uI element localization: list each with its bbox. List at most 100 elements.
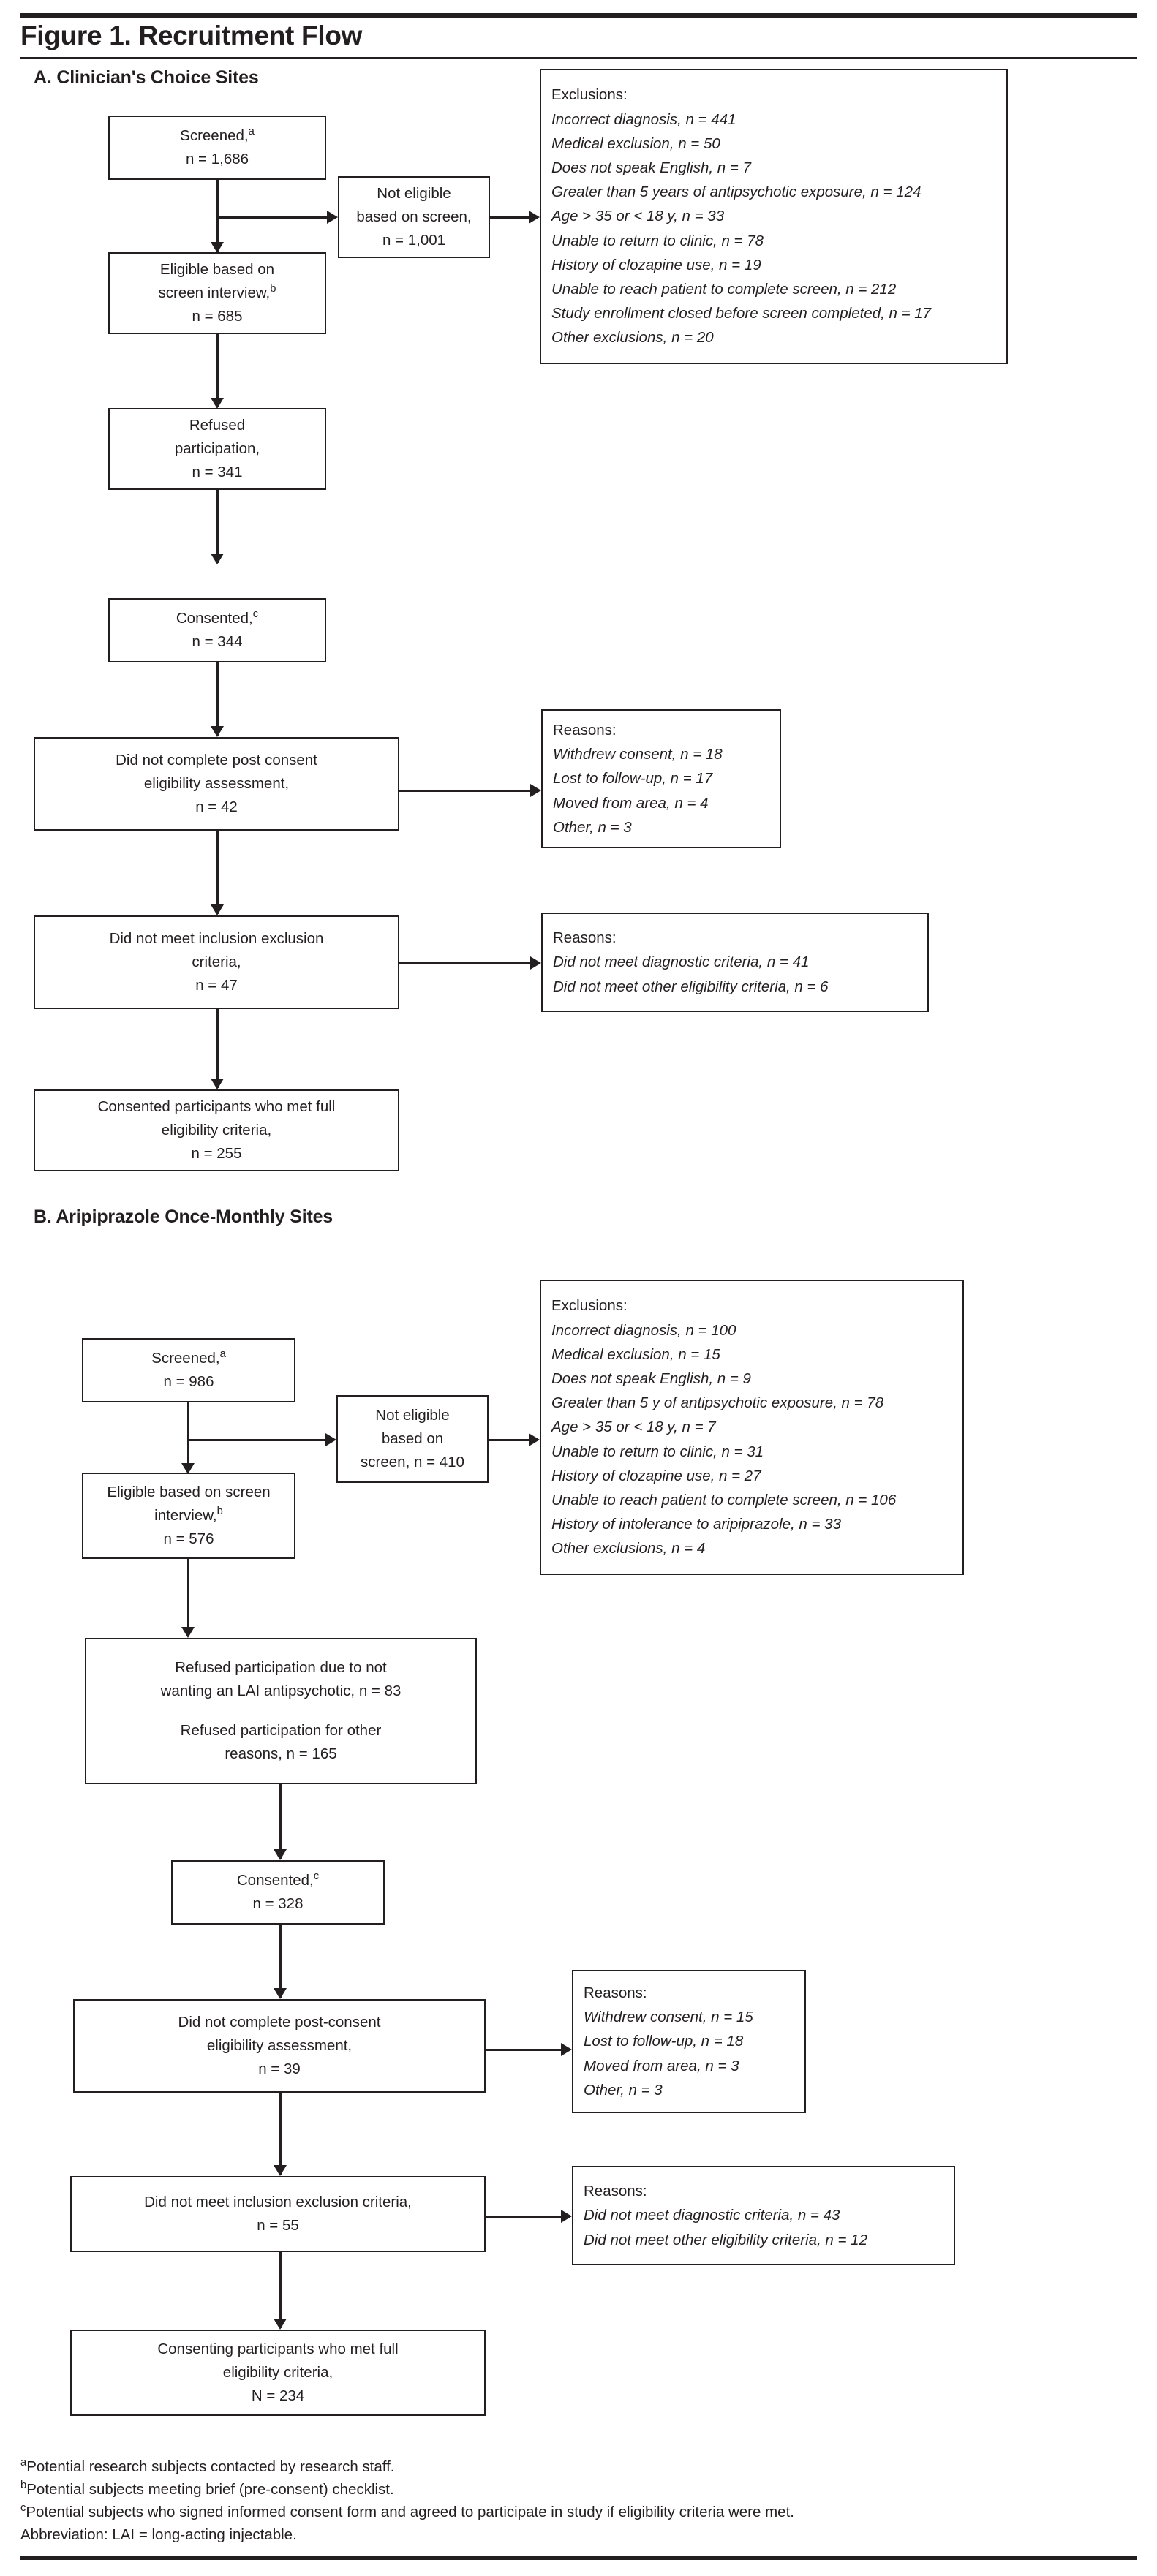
connector-b-screened-to-not-eligible [187,1439,332,1441]
footnote-a: aPotential research subjects contacted b… [20,2455,1132,2478]
exclusion-item: Other exclusions, n = 20 [551,329,714,347]
footnote-marker-c: c [20,2502,26,2515]
panel-b-reasons-post-consent-box: Reasons: Withdrew consent, n = 15 Lost t… [572,1970,806,2113]
box-line-2: screen interview,b [158,283,276,302]
exclusion-item: Medical exclusion, n = 50 [551,135,720,152]
footnote-marker-a: a [248,126,255,138]
arrowhead-down [211,398,224,409]
box-line-2: interview,b [154,1506,223,1525]
box-line-3: n = 576 [163,1530,214,1547]
exclusion-item: Does not speak English, n = 7 [551,159,751,176]
arrowhead-down [274,2165,287,2176]
box-line-3: n = 255 [191,1144,242,1162]
connector-b-post-consent-to-reasons [486,2049,568,2051]
footnote-c: cPotential subjects who signed informed … [20,2501,1132,2523]
box-line-2: n = 328 [252,1895,304,1912]
exclusion-item: Unable to reach patient to complete scre… [551,281,897,298]
bottom-rule [20,2556,1137,2560]
arrowhead-right [530,784,541,797]
footnote-b: bPotential subjects meeting brief (pre-c… [20,2478,1132,2501]
box-line-1: Consented,c [236,1870,320,1889]
exclusions-heading: Exclusions: [551,1297,628,1315]
footnote-marker-b: b [216,1506,223,1518]
box-line-3: n = 341 [192,463,243,480]
box-line-1: Eligible based on [159,261,275,279]
connector-a-post-consent-to-reasons [399,790,537,792]
box-line-1: Not eligible [377,185,451,203]
reasons-heading: Reasons: [584,1984,647,2001]
connector-a-not-eligible-to-exclusions [490,216,535,219]
panel-a-label: A. Clinician's Choice Sites [34,67,259,88]
exclusion-item: Medical exclusion, n = 15 [551,1345,720,1363]
connector-a-screened-to-eligible [216,180,219,252]
reasons-heading: Reasons: [584,2183,647,2200]
footnote-c-text: Potential subjects who signed informed c… [26,2504,794,2521]
footnote-marker-a: a [20,2457,27,2469]
panel-a-box-consented: Consented,c n = 344 [108,598,326,662]
arrowhead-down [274,2319,287,2330]
panel-b-reasons-incl-excl-box: Reasons: Did not meet diagnostic criteri… [572,2166,955,2265]
figure-title: Figure 1. Recruitment Flow [20,20,363,50]
box-line-2: eligibility assessment, [206,2037,353,2055]
panel-a-box-no-incl-excl: Did not meet inclusion exclusion criteri… [34,915,399,1009]
box-line-3: n = 1,001 [382,231,446,249]
connector-b-incl-excl-to-final [279,2252,282,2328]
reason-item: Other, n = 3 [584,2081,663,2099]
panel-a-box-no-post-consent: Did not complete post consent eligibilit… [34,737,399,831]
panel-a-box-final: Consented participants who met full elig… [34,1089,399,1171]
box-line-1: Not eligible [375,1407,450,1424]
panel-a-box-not-eligible: Not eligible based on screen, n = 1,001 [338,176,490,258]
arrowhead-down [211,1079,224,1089]
exclusion-item: Greater than 5 y of antipsychotic exposu… [551,1394,884,1412]
footnote-marker-c: c [313,1870,320,1883]
reason-item: Did not meet other eligibility criteria,… [584,2231,867,2248]
footnote-a-text: Potential research subjects contacted by… [26,2458,395,2475]
arrowhead-down [274,1849,287,1860]
panel-b-box-final: Consenting participants who met full eli… [70,2330,486,2416]
box-line-3: n = 42 [195,798,238,815]
exclusion-item: Incorrect diagnosis, n = 441 [551,110,736,128]
exclusion-item: Greater than 5 years of antipsychotic ex… [551,184,922,201]
exclusion-item: Incorrect diagnosis, n = 100 [551,1321,736,1339]
connector-b-screened-to-eligible [187,1402,189,1473]
connector-a-consented-to-post-consent [216,662,219,736]
panel-b-label: B. Aripiprazole Once-Monthly Sites [34,1206,333,1227]
arrowhead-down [181,1627,195,1638]
footnote-marker-c: c [252,608,259,621]
box-line-3: n = 685 [192,307,243,325]
panel-a-reasons-post-consent-box: Reasons: Withdrew consent, n = 18 Lost t… [541,709,781,848]
box-line-1: Refused [189,417,246,434]
footnote-marker-b: b [270,283,276,295]
box-line-2: n = 1,686 [185,151,249,167]
panel-b-box-no-post-consent: Did not complete post-consent eligibilit… [73,1999,486,2093]
reason-item: Withdrew consent, n = 18 [553,746,723,763]
panel-b-exclusions-box: Exclusions: Incorrect diagnosis, n = 100… [540,1280,964,1575]
arrowhead-right [529,211,540,224]
reasons-heading: Reasons: [553,929,617,947]
panel-a-box-screened: Screened,a n = 1,686 [108,116,326,180]
panel-a-exclusions-box: Exclusions: Incorrect diagnosis, n = 441… [540,69,1008,364]
box-line-2: criteria, [192,953,241,971]
box-line-1: Refused participation due to not [175,1659,387,1677]
box-line-1: Screened,a [151,1348,226,1367]
connector-b-not-eligible-to-exclusions [489,1439,535,1441]
connector-a-post-consent-to-incl-excl [216,831,219,914]
connector-b-consented-to-post-consent [279,1925,282,1998]
exclusion-item: Unable to reach patient to complete scre… [551,1492,897,1508]
exclusion-item: History of clozapine use, n = 19 [551,256,761,273]
exclusion-item: Age > 35 or < 18 y, n = 7 [551,1419,716,1436]
box-line-3: N = 234 [251,2387,305,2404]
box-line-2: eligibility criteria, [161,1122,272,1139]
exclusion-item: History of clozapine use, n = 27 [551,1467,761,1484]
footnotes: aPotential research subjects contacted b… [20,2455,1132,2547]
box-line-1: Screened,a [180,126,255,145]
arrowhead-right [327,211,338,224]
exclusion-item: Does not speak English, n = 9 [551,1370,751,1387]
arrowhead-down [211,904,224,915]
reason-item: Withdrew consent, n = 15 [584,2009,753,2026]
box-line-1: Did not complete post consent [116,752,317,769]
box-line-2: based on screen, [356,208,472,226]
box-line-1: Did not complete post-consent [178,2014,381,2031]
footnote-marker-a: a [219,1348,226,1361]
reason-item: Did not meet diagnostic criteria, n = 43 [584,2207,840,2224]
